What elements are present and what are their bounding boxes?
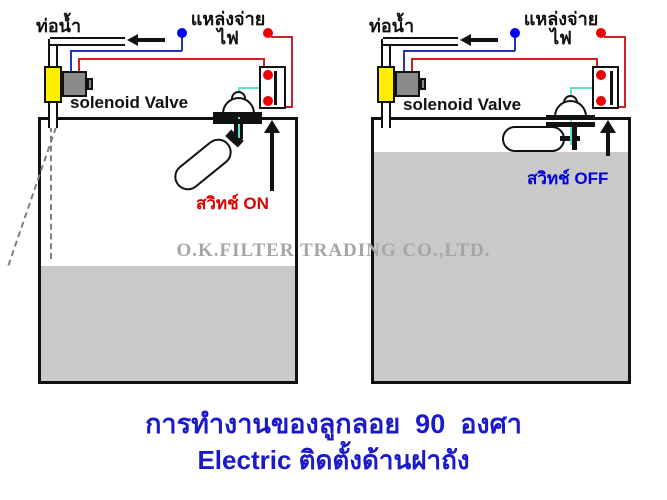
water-level-arrow-icon xyxy=(600,120,616,133)
water-fill-low xyxy=(41,266,295,381)
switch-state-label-on: สวิทช์ ON xyxy=(196,194,269,213)
switch-contact-dot xyxy=(263,70,273,80)
inlet-pipe-stub xyxy=(48,101,58,128)
signal-wire xyxy=(570,127,572,145)
red-power-terminal-dot xyxy=(596,28,606,38)
valve-bonnet-knob xyxy=(231,91,246,99)
switch-contact-dot xyxy=(596,70,606,80)
mounting-flange-bar xyxy=(213,112,262,117)
flow-arrow-shaft xyxy=(137,38,165,42)
switch-blade-open xyxy=(610,71,613,105)
blue-wire xyxy=(70,51,72,73)
solenoid-coil-terminal xyxy=(87,78,93,90)
red-wire xyxy=(411,58,598,60)
switch-contact-dot xyxy=(596,96,606,106)
pipe-label: ท่อน้ำ xyxy=(36,16,82,36)
power-supply-label-line2: ไฟ xyxy=(217,28,239,48)
water-level-arrow-shaft xyxy=(606,132,610,156)
solenoid-coil xyxy=(395,71,420,97)
blue-wire xyxy=(181,37,183,51)
blue-wire xyxy=(70,50,182,52)
pipe-label: ท่อน้ำ xyxy=(369,16,415,36)
red-power-terminal-dot xyxy=(263,28,273,38)
blue-wire xyxy=(403,51,405,73)
power-supply-label-line1: แหล่งจ่าย xyxy=(190,9,266,29)
red-wire xyxy=(78,58,265,60)
inlet-pipe-horizontal xyxy=(383,37,458,46)
switch-contact-dot xyxy=(263,96,273,106)
flow-direction-arrow-icon xyxy=(127,34,138,46)
switch-state-label-off: สวิทช์ OFF xyxy=(527,169,609,188)
water-level-arrow-icon xyxy=(264,120,280,133)
red-wire xyxy=(291,36,293,108)
mounting-flange-bar xyxy=(546,115,595,120)
diagram-title-line1: การทำงานของลูกลอย 90 องศา xyxy=(145,409,522,439)
signal-wire xyxy=(238,124,240,138)
red-wire xyxy=(624,36,626,108)
blue-power-terminal-dot xyxy=(510,28,520,38)
solenoid-valve-label: solenoid Valve xyxy=(403,95,522,114)
red-wire xyxy=(271,36,293,38)
diagram-title-line2: Electric ติดตั้งด้านฝาถัง xyxy=(197,445,470,475)
flow-arrow-shaft xyxy=(470,38,498,42)
power-supply-label-line1: แหล่งจ่าย xyxy=(523,9,599,29)
red-wire xyxy=(604,36,626,38)
blue-wire xyxy=(514,37,516,51)
water-fill-high xyxy=(374,152,628,381)
flow-direction-arrow-icon xyxy=(460,34,471,46)
red-wire xyxy=(78,59,80,73)
valve-bonnet-knob xyxy=(563,95,578,103)
mounting-flange-bar xyxy=(213,119,262,124)
inlet-pipe-vertical xyxy=(48,39,58,68)
switch-blade-closed xyxy=(274,71,277,105)
signal-wire xyxy=(571,87,608,89)
blue-wire xyxy=(403,50,515,52)
mounting-flange-bar xyxy=(546,122,595,127)
inlet-pipe-horizontal xyxy=(50,37,125,46)
diagram-title: การทำงานของลูกลอย 90 องศา Electric ติดตั… xyxy=(0,406,667,478)
power-supply-label: แหล่งจ่าย ไฟ xyxy=(513,10,609,48)
inlet-pipe-vertical xyxy=(381,39,391,68)
water-level-arrow-shaft xyxy=(270,132,274,191)
float-arm-elbow xyxy=(572,127,577,150)
company-watermark: O.K.FILTER TRADING CO.,LTD. xyxy=(176,240,491,261)
inlet-pipe-stub xyxy=(381,101,391,128)
signal-wire xyxy=(239,87,275,89)
red-wire xyxy=(411,59,413,73)
solenoid-valve-label: solenoid Valve xyxy=(70,93,189,112)
power-supply-label: แหล่งจ่าย ไฟ xyxy=(180,10,276,48)
power-supply-label-line2: ไฟ xyxy=(550,28,572,48)
water-stream-dashed-line xyxy=(50,126,52,259)
solenoid-coil-terminal xyxy=(420,78,426,90)
blue-power-terminal-dot xyxy=(177,28,187,38)
solenoid-coil xyxy=(62,71,87,97)
solenoid-valve-body xyxy=(377,66,395,103)
solenoid-valve-body xyxy=(44,66,62,103)
float-ball-floating xyxy=(502,126,565,152)
